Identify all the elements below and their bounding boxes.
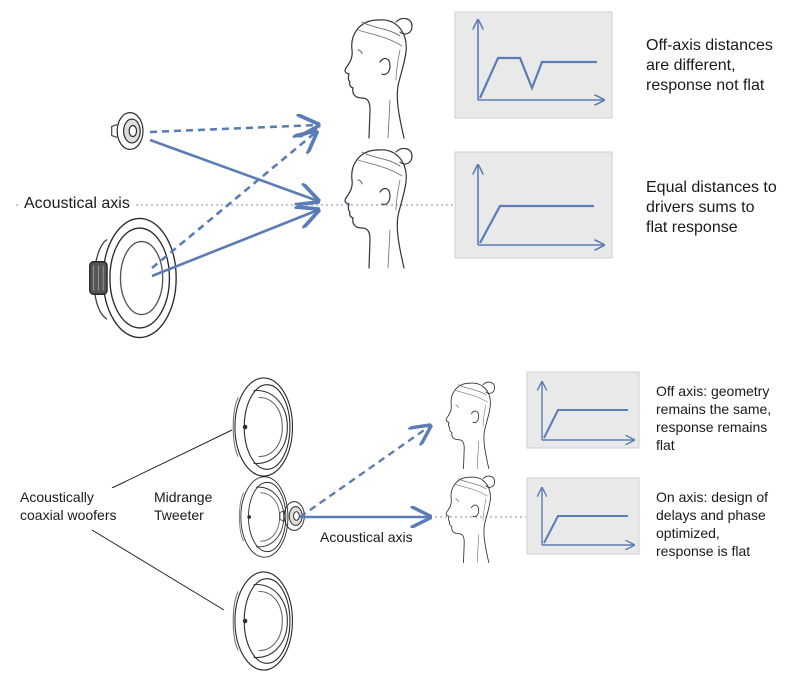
top-lower-head-profile-icon xyxy=(344,147,413,269)
bottom-offaxis-description: Off axis: geometry remains the same, res… xyxy=(656,383,772,453)
top-woofer-icon xyxy=(89,217,177,339)
bottom-offaxis-response-graph-icon xyxy=(526,371,640,449)
top-tweeter-onaxis-arrow xyxy=(149,138,318,201)
top-offaxis-response-graph-icon xyxy=(454,11,613,119)
woofer-label-leader-upper xyxy=(111,429,233,489)
tweeter-label: Tweeter xyxy=(154,507,204,523)
bottom-onaxis-response-graph-icon xyxy=(526,477,640,555)
top-upper-head-profile-icon xyxy=(344,17,413,139)
top-tweeter-offaxis-arrow xyxy=(149,125,318,132)
woofer-label-leader-lower xyxy=(91,529,225,611)
bottom-upper-head-profile-icon xyxy=(445,381,496,470)
top-axis-label: Acoustical axis xyxy=(20,194,134,213)
bottom-onaxis-description: On axis: design of delays and phase opti… xyxy=(656,489,769,559)
bottom-axis-label: Acoustical axis xyxy=(320,529,413,545)
top-tweeter-icon xyxy=(111,111,144,151)
top-woofer-onaxis-arrow xyxy=(151,210,318,278)
bottom-offaxis-arrow xyxy=(299,426,430,518)
coaxial-woofers-label: Acoustically coaxial woofers xyxy=(20,488,117,524)
bottom-midrange-icon xyxy=(238,476,289,558)
bottom-lower-head-profile-icon xyxy=(445,475,496,564)
top-onaxis-description: Equal distances to drivers sums to flat … xyxy=(646,179,777,236)
midrange-label: Midrange xyxy=(154,489,213,505)
bottom-upper-woofer-icon xyxy=(232,377,294,477)
top-onaxis-response-graph-icon xyxy=(454,151,613,259)
top-woofer-offaxis-arrow xyxy=(151,132,316,270)
bottom-lower-woofer-icon xyxy=(232,571,294,671)
top-offaxis-description: Off-axis distances are different, respon… xyxy=(646,37,773,94)
